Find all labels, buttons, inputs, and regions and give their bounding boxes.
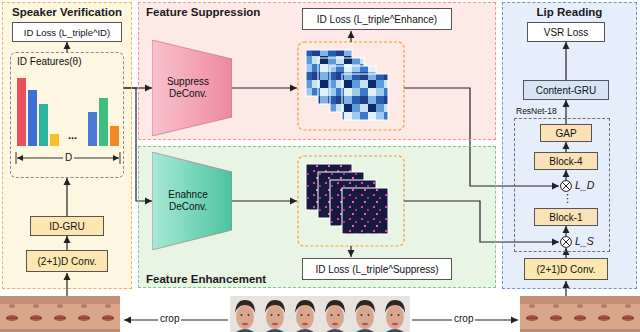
- loss-box: ID Loss (L_triple^ID): [12, 22, 122, 42]
- deconv-trapezoid: Suppress DeConv.: [152, 40, 232, 136]
- connector: [565, 248, 566, 258]
- arrow-label: crop: [158, 313, 181, 325]
- group-label: ResNet-18: [516, 106, 557, 116]
- process-box: (2+1)D Conv.: [524, 258, 608, 280]
- box-label: ID Loss (L_triple^Suppress): [315, 264, 438, 275]
- box-label: VSR Loss: [544, 27, 588, 38]
- box-label: GAP: [555, 128, 576, 139]
- multiply-symbol: [560, 180, 572, 192]
- backbone-box: ResNet-18GAPBlock-4L_DBlock-1L_S: [514, 118, 610, 252]
- deconv-trapezoid: Enahnce DeConv.: [152, 152, 232, 250]
- box-label: ID Loss (L_triple^ID): [24, 27, 110, 38]
- loss-box: ID Loss (L_triple^Enhance): [302, 8, 452, 30]
- connector: [124, 88, 152, 201]
- trapezoid-outline: [152, 40, 232, 136]
- process-box: Block-4: [534, 152, 598, 170]
- process-box: ID-GRU: [30, 216, 104, 236]
- trapezoid-outline: [152, 152, 232, 250]
- connector: [66, 42, 67, 52]
- panel: Feature Enhancement Enahnce DeConv. ID Los…: [138, 146, 496, 288]
- connector: [565, 170, 566, 180]
- connector: [565, 142, 566, 152]
- box-label: Block-1: [549, 212, 582, 223]
- panel-title: Lip Reading: [502, 6, 637, 18]
- multiply-node: L_S: [560, 236, 572, 248]
- box-label: Enahnce DeConv.: [158, 189, 218, 213]
- box-label: ID Features(θ): [17, 56, 81, 67]
- loss-symbol: L_S: [575, 235, 594, 247]
- box-label: Block-4: [549, 156, 582, 167]
- panel: Lip ReadingVSR LossContent-GRU ResNet-18G…: [502, 2, 637, 289]
- process-box: Block-1: [534, 208, 598, 226]
- box-label: (2+1)D Conv.: [37, 256, 96, 267]
- process-box: GAP: [540, 124, 592, 142]
- box-label: (2+1)D Conv.: [536, 264, 595, 275]
- loss-box: VSR Loss: [527, 22, 605, 42]
- panel-title: Feature Enhancement: [146, 273, 266, 285]
- ellipsis: ⋮: [562, 193, 573, 205]
- connector: [66, 236, 67, 250]
- box-label: Content-GRU: [536, 85, 597, 96]
- connector: [66, 178, 67, 216]
- panel: Speaker Verification ID Loss (L_triple^ID…: [2, 2, 132, 289]
- multiply-node: L_D: [560, 180, 572, 192]
- box-label: ID Loss (L_triple^Enhance): [317, 14, 437, 25]
- panel-title: Feature Suppression: [146, 6, 260, 18]
- panel: Feature Suppression ID Loss (L_triple^Enh…: [138, 2, 496, 140]
- connector: [565, 42, 566, 80]
- panel-title: Speaker Verification: [2, 6, 132, 18]
- process-box: Content-GRU: [523, 80, 609, 100]
- process-box: (2+1)D Conv.: [26, 250, 108, 272]
- box-label: Suppress DeConv.: [158, 76, 218, 100]
- loss-symbol: L_D: [575, 179, 594, 191]
- connector: [565, 226, 566, 236]
- box-label: ID-GRU: [49, 221, 85, 232]
- dimension-label: D: [63, 152, 74, 164]
- ellipsis: ...: [68, 129, 77, 141]
- loss-box: ID Loss (L_triple^Suppress): [302, 258, 452, 280]
- arrow-label: crop: [452, 313, 475, 325]
- multiply-symbol: [560, 236, 572, 248]
- connector: [565, 100, 566, 124]
